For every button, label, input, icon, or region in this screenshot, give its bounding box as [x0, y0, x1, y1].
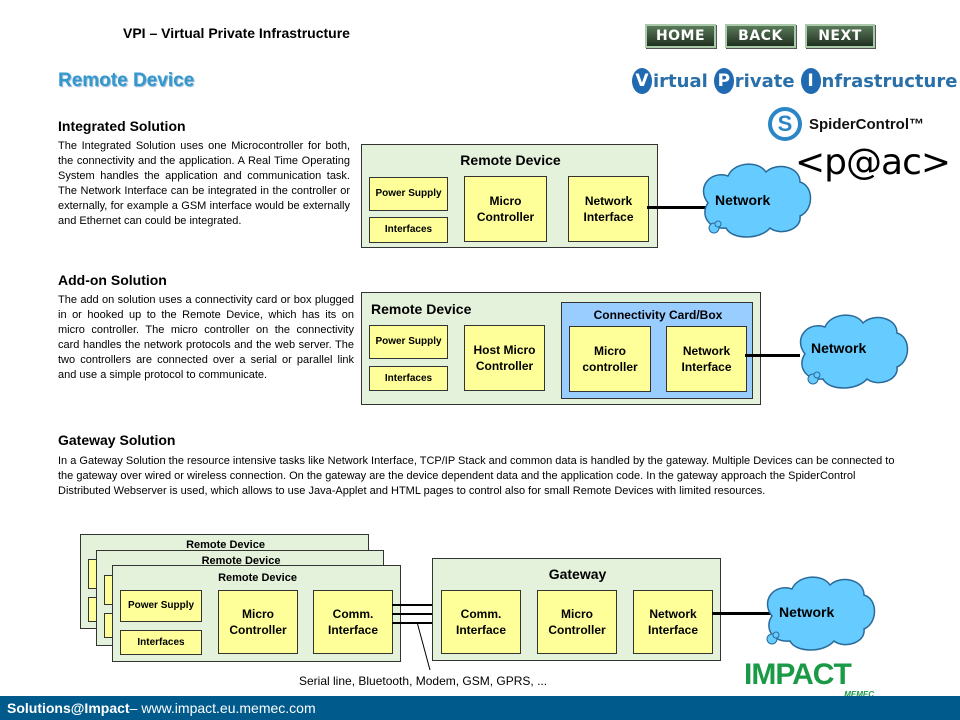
- diagram2-host-micro: Host Micro Controller: [464, 325, 545, 391]
- diagram1-interfaces: Interfaces: [369, 217, 448, 243]
- diagram1-power-supply: Power Supply: [369, 177, 448, 211]
- diagram3-gateway: Gateway Comm. Interface Micro Controller…: [432, 558, 721, 661]
- diagram3-remote-device: Remote Device Power Supply Interfaces Mi…: [112, 565, 401, 662]
- diagram2-connectivity-card: Connectivity Card/Box Micro controller N…: [561, 302, 753, 399]
- vpi-irtual: irtual: [653, 70, 708, 92]
- diagram3-back-title: Remote Device: [186, 539, 265, 551]
- diagram3-network-link: [712, 612, 772, 615]
- spider-text: SpiderControl™: [809, 115, 924, 133]
- gateway-text: In a Gateway Solution the resource inten…: [58, 455, 895, 497]
- diagram3-micro-controller: Micro Controller: [218, 590, 298, 654]
- diagram3-interfaces: Interfaces: [120, 630, 202, 655]
- diagram2-remote-device: Remote Device Power Supply Interfaces Ho…: [361, 292, 761, 405]
- network-label-3: Network: [779, 604, 835, 620]
- next-button[interactable]: NEXT: [805, 24, 875, 48]
- diagram3-link-2: [392, 613, 440, 615]
- page-title: Remote Device: [58, 70, 195, 91]
- diagram3-gw-comm: Comm. Interface: [441, 590, 521, 654]
- back-button[interactable]: BACK: [725, 24, 796, 48]
- diagram3-note-pointer: [416, 621, 431, 671]
- diagram2-card-title: Connectivity Card/Box: [593, 308, 723, 322]
- diagram2-network-interface: Network Interface: [666, 326, 747, 392]
- diagram1-title: Remote Device: [460, 152, 561, 168]
- header-title: VPI – Virtual Private Infrastructure: [123, 25, 350, 41]
- network-cloud-3-icon: [766, 576, 876, 651]
- diagram2-power-supply: Power Supply: [369, 325, 448, 359]
- vpi-nfrastructure: nfrastructure: [821, 70, 958, 92]
- impact-logo: IMPACT MEMEC: [744, 660, 874, 700]
- diagram3-link-3: [392, 622, 440, 624]
- diagram3-link-1: [392, 604, 440, 606]
- footer: Solutions@Impact – www.impact.eu.memec.c…: [0, 696, 960, 720]
- home-button[interactable]: HOME: [645, 24, 716, 48]
- vpi-rivate: rivate: [734, 70, 795, 92]
- addon-heading: Add-on Solution: [58, 272, 167, 288]
- diagram1-remote-device: Remote Device Power Supply Interfaces Mi…: [361, 144, 658, 248]
- footer-brand: Solutions@Impact: [7, 700, 130, 716]
- diagram3-mid-title: Remote Device: [201, 555, 281, 567]
- network-cloud-1-icon: [702, 163, 812, 238]
- integrated-text: The Integrated Solution uses one Microco…: [58, 140, 350, 227]
- vpi-p-letter: P: [713, 68, 734, 94]
- vpi-i-letter: I: [800, 68, 821, 94]
- network-label-2: Network: [811, 340, 867, 356]
- gateway-heading: Gateway Solution: [58, 432, 176, 448]
- diagram3-power-supply: Power Supply: [120, 590, 202, 622]
- impact-word: IMPACT: [744, 658, 852, 691]
- vpi-v-letter: V: [632, 68, 652, 94]
- spider-mark-icon: S: [768, 107, 802, 141]
- diagram3-gw-micro: Micro Controller: [537, 590, 617, 654]
- diagram3-comm-interface: Comm. Interface: [313, 590, 393, 654]
- network-label-1: Network: [715, 192, 771, 208]
- footer-sep: –: [129, 700, 138, 716]
- diagram2-interfaces: Interfaces: [369, 366, 448, 391]
- network-cloud-2-icon: [799, 314, 909, 389]
- addon-text: The add on solution uses a connectivity …: [58, 294, 354, 381]
- diagram3-device-title: Remote Device: [218, 572, 297, 584]
- memec-word: MEMEC: [844, 690, 874, 699]
- diagram3-gateway-title: Gateway: [548, 566, 607, 582]
- pac-logo: <p@ac>: [795, 142, 951, 183]
- diagram3-link-note: Serial line, Bluetooth, Modem, GSM, GPRS…: [299, 674, 548, 688]
- diagram2-micro: Micro controller: [569, 326, 651, 392]
- diagram3-gw-network: Network Interface: [633, 590, 713, 654]
- diagram1-micro-controller: Micro Controller: [464, 176, 547, 242]
- diagram2-title: Remote Device: [371, 301, 472, 317]
- footer-url[interactable]: www.impact.eu.memec.com: [141, 700, 316, 716]
- integrated-heading: Integrated Solution: [58, 118, 186, 134]
- diagram2-link: [745, 354, 800, 357]
- diagram1-network-interface: Network Interface: [568, 176, 649, 242]
- spidercontrol-logo: S SpiderControl™: [768, 107, 924, 141]
- diagram1-link: [647, 206, 707, 209]
